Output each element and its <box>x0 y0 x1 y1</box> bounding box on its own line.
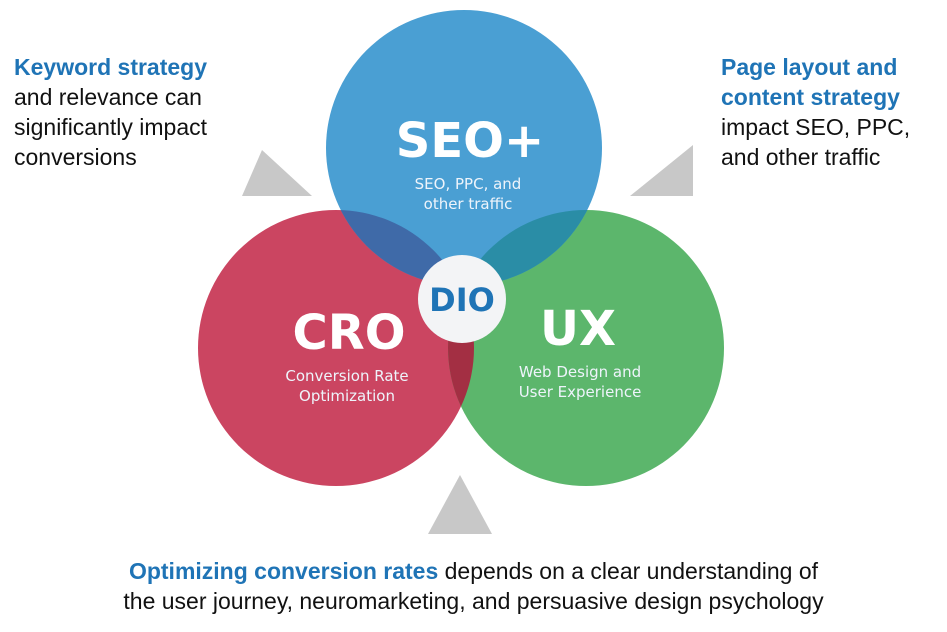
keyword-note-line-3: conversions <box>14 144 137 170</box>
seo-subtitle-line-2: other traffic <box>424 195 513 213</box>
ux-subtitle-line-2: User Experience <box>519 383 642 401</box>
keyword-note-line-2: significantly impact <box>14 114 208 140</box>
conversion-rates-note: Optimizing conversion rates depends on a… <box>0 556 947 616</box>
page-layout-highlight-line-2: content strategy <box>721 84 900 110</box>
dio-label: DIO <box>429 281 495 319</box>
cro-title: CRO <box>293 305 406 361</box>
conversion-note-line-1: Optimizing conversion rates depends on a… <box>0 556 947 586</box>
cro-circle <box>198 210 474 486</box>
ux-title: UX <box>540 301 616 357</box>
seo-subtitle-line-1: SEO, PPC, and <box>415 175 522 193</box>
conversion-note-line-1-rest: depends on a clear understanding of <box>438 558 819 584</box>
conversion-rates-highlight: Optimizing conversion rates <box>128 558 439 584</box>
arrow-left-triangle <box>242 150 312 196</box>
dio-center-circle <box>418 255 506 343</box>
arrow-bottom-triangle <box>428 475 492 534</box>
keyword-strategy-note: Keyword strategy and relevance can signi… <box>14 52 274 172</box>
cro-subtitle-line-1: Conversion Rate <box>285 367 408 385</box>
seo-circle <box>326 10 602 286</box>
cro-subtitle-line-2: Optimization <box>299 387 395 405</box>
keyword-strategy-highlight: Keyword strategy <box>14 54 208 80</box>
ux-subtitle-line-1: Web Design and <box>519 363 641 381</box>
page-layout-note-line-1: impact SEO, PPC, <box>721 114 911 140</box>
keyword-note-line-1: and relevance can <box>14 84 202 110</box>
page-layout-note-line-2: and other traffic <box>721 144 881 170</box>
conversion-note-line-2: the user journey, neuromarketing, and pe… <box>123 588 824 614</box>
page-layout-note: Page layout and content strategy impact … <box>721 52 947 172</box>
seo-title: SEO+ <box>396 113 544 169</box>
page-layout-highlight-line-1: Page layout and <box>721 54 898 80</box>
ux-circle <box>448 210 724 486</box>
arrow-right-triangle <box>630 145 693 196</box>
